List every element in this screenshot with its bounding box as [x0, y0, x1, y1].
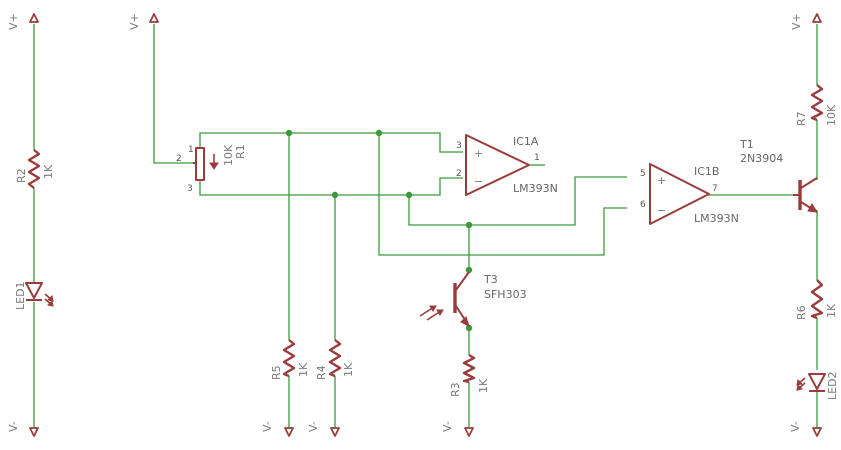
- svg-text:IC1B: IC1B: [694, 165, 719, 178]
- svg-text:−: −: [474, 175, 483, 188]
- supply-vminus-3: V-: [307, 421, 340, 437]
- svg-text:6: 6: [640, 200, 646, 210]
- svg-text:+: +: [474, 147, 483, 160]
- resistor-r6: R6 1K: [795, 279, 838, 320]
- transistor-t1: T1 2N3904: [739, 138, 818, 213]
- svg-text:2: 2: [176, 154, 182, 164]
- phototransistor-t3: T3 SFH303: [419, 271, 527, 327]
- svg-text:+: +: [657, 174, 666, 187]
- svg-text:10K: 10K: [825, 104, 838, 126]
- svg-text:2: 2: [456, 169, 462, 179]
- svg-text:SFH303: SFH303: [484, 288, 527, 301]
- svg-text:1: 1: [188, 145, 194, 155]
- supply-vplus-1: V+: [7, 13, 39, 30]
- svg-text:LED1: LED1: [14, 281, 27, 310]
- svg-text:1K: 1K: [477, 378, 490, 393]
- resistor-r7: R7 10K: [795, 84, 838, 126]
- svg-text:R5: R5: [270, 365, 283, 380]
- svg-text:V+: V+: [790, 13, 803, 30]
- svg-text:1K: 1K: [297, 362, 310, 377]
- svg-text:V+: V+: [7, 13, 20, 30]
- comparator-ic1a: + − 3 2 1 IC1A LM393N: [456, 134, 558, 196]
- svg-text:V-: V-: [789, 421, 802, 432]
- supply-vminus-1: V-: [7, 421, 39, 437]
- svg-text:V-: V-: [307, 421, 320, 432]
- svg-text:LED2: LED2: [826, 371, 839, 400]
- svg-text:R4: R4: [315, 365, 328, 380]
- svg-text:V-: V-: [261, 421, 274, 432]
- svg-text:10K: 10K: [222, 144, 235, 166]
- svg-text:R7: R7: [795, 111, 808, 126]
- led-led2: LED2: [796, 371, 839, 400]
- resistor-r5: R5 1K: [270, 339, 310, 380]
- svg-text:R1: R1: [234, 144, 247, 159]
- comparator-ic1b: + − 5 6 7 IC1B LM393N: [640, 163, 739, 225]
- supply-vminus-2: V-: [261, 421, 294, 437]
- svg-text:V+: V+: [128, 13, 141, 30]
- svg-text:LM393N: LM393N: [694, 212, 739, 225]
- supply-vplus-2: V+: [128, 13, 159, 30]
- svg-text:1K: 1K: [42, 164, 55, 179]
- svg-text:V-: V-: [441, 421, 454, 432]
- resistor-r4: R4 1K: [315, 339, 355, 380]
- junctions: [285, 129, 473, 332]
- svg-text:7: 7: [712, 184, 718, 194]
- supply-vplus-3: V+: [790, 13, 822, 30]
- svg-text:1K: 1K: [342, 362, 355, 377]
- supply-vminus-4: V-: [441, 421, 474, 437]
- svg-text:LM393N: LM393N: [513, 182, 558, 195]
- svg-text:5: 5: [640, 169, 646, 179]
- svg-text:1K: 1K: [825, 303, 838, 318]
- svg-text:IC1A: IC1A: [513, 135, 539, 148]
- wires: [33, 24, 818, 428]
- svg-text:R2: R2: [15, 168, 28, 183]
- svg-text:2N3904: 2N3904: [740, 152, 783, 165]
- supply-vminus-5: V-: [789, 421, 822, 437]
- svg-text:V-: V-: [7, 421, 20, 432]
- resistor-r2: R2 1K: [15, 149, 55, 189]
- led-led1: LED1: [14, 281, 54, 310]
- svg-text:1: 1: [534, 153, 540, 163]
- resistor-r3: R3 1K: [449, 353, 490, 397]
- svg-text:3: 3: [187, 184, 193, 194]
- svg-text:−: −: [657, 204, 666, 217]
- svg-text:T1: T1: [739, 138, 754, 151]
- svg-text:R3: R3: [449, 382, 462, 397]
- svg-text:T3: T3: [483, 273, 498, 286]
- svg-text:R6: R6: [795, 305, 808, 320]
- svg-text:3: 3: [456, 141, 462, 151]
- potentiometer-r1: 1 2 3 10K R1: [176, 144, 247, 194]
